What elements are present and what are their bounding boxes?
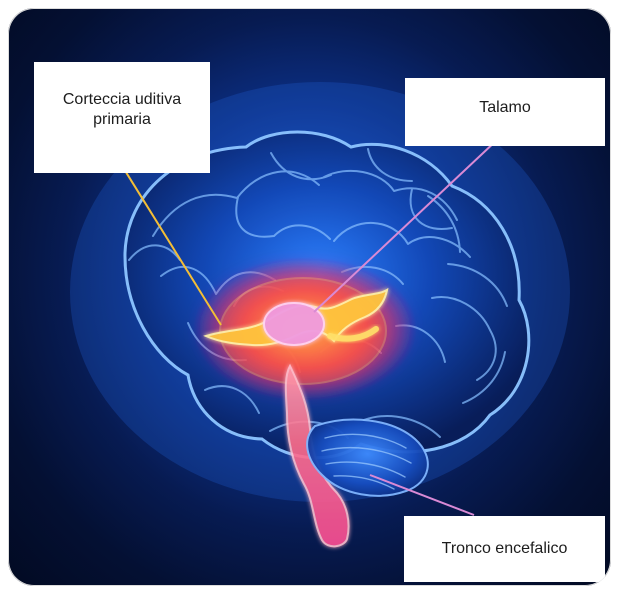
- brainstem-text: Tronco encefalico: [442, 540, 568, 557]
- thalamus-highlight: [264, 303, 324, 345]
- brainstem-label: Tronco encefalico: [404, 516, 605, 582]
- brain-diagram-card: Corteccia uditiva primaria Talamo Tronco…: [8, 8, 611, 586]
- thalamus-text: Talamo: [479, 99, 531, 116]
- primary-auditory-cortex-label: Corteccia uditiva primaria: [34, 62, 210, 173]
- primary-auditory-cortex-text: Corteccia uditiva primaria: [63, 91, 181, 128]
- thalamus-label: Talamo: [405, 78, 605, 146]
